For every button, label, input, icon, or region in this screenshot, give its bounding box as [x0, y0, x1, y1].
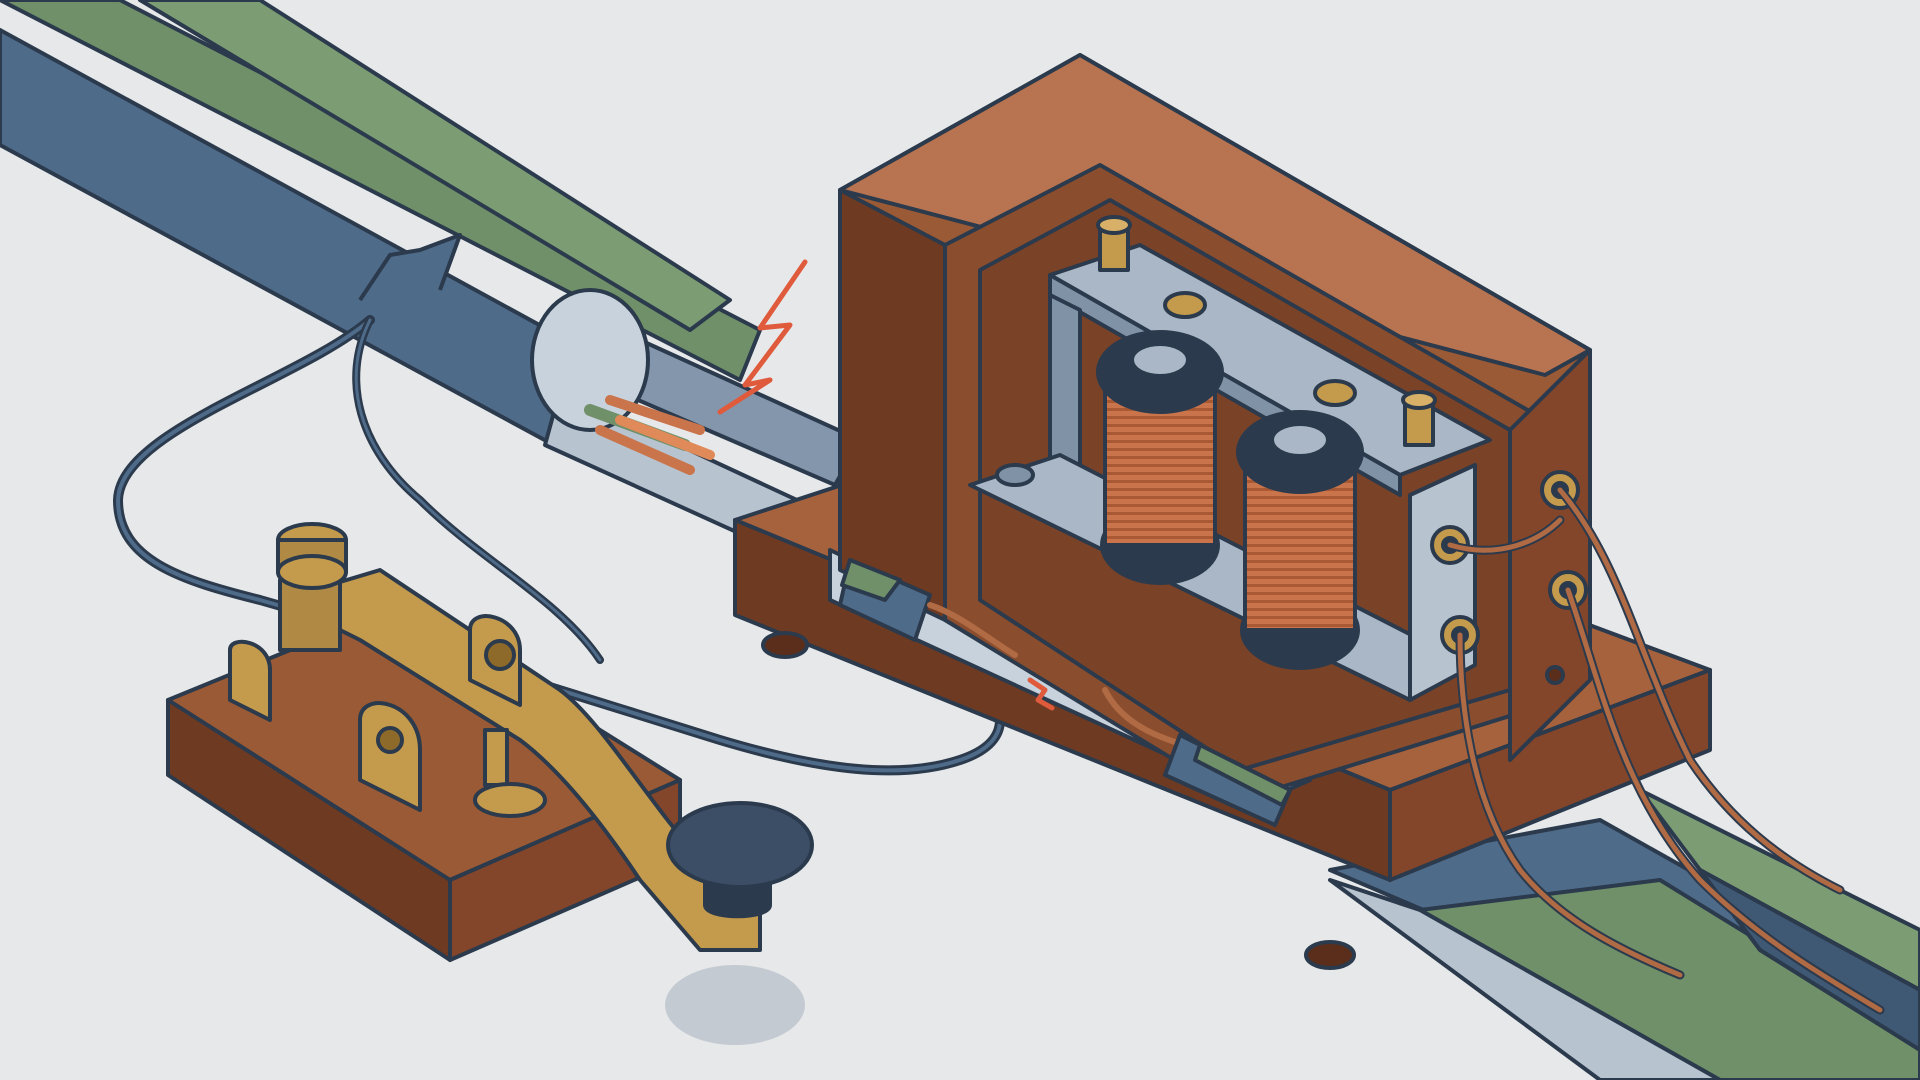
relay-housing-left-face	[838, 188, 947, 622]
copper-lead-wires	[1445, 485, 1885, 1015]
key-adjust-screw	[483, 728, 509, 787]
broken-wire-sheath-right-green	[1193, 743, 1292, 807]
key-contact-base	[473, 782, 547, 818]
relay-coil-left	[1096, 330, 1224, 585]
ledge-screw	[995, 463, 1035, 487]
broken-wire-right-lead	[1102, 687, 1188, 748]
key-pivot-bolt	[376, 726, 404, 754]
key-knob-shadow	[665, 965, 805, 1045]
key-knob	[666, 801, 814, 889]
coil-left-core	[1130, 342, 1190, 378]
cable-cut-end	[530, 288, 650, 432]
lead-wire-1-core	[1457, 632, 1683, 978]
key-post-left	[278, 578, 342, 652]
relay-coil-right	[1236, 410, 1364, 670]
broken-wire-fragment	[1027, 677, 1055, 711]
lead-wire-terminal-link-core	[1447, 517, 1563, 553]
broken-wire-sheath-left-green	[840, 558, 902, 602]
relay-foot-right	[1304, 940, 1356, 970]
coil-right-core	[1270, 422, 1330, 458]
frame-screw-1	[1163, 291, 1207, 319]
lightning-bolt-icon	[717, 259, 808, 415]
key-bracket-right	[358, 701, 422, 812]
terminal-5	[1545, 665, 1565, 685]
frame-screw-2	[1313, 379, 1357, 407]
relay-foot-left	[761, 631, 809, 659]
telegraph-key	[166, 522, 814, 1045]
key-lever	[278, 568, 762, 952]
top-binding-post-left-cap	[1096, 215, 1132, 235]
relay-housing-right-face	[1508, 348, 1592, 762]
cable-green-far-right	[1638, 788, 1920, 992]
torn-jacket-edge	[358, 233, 462, 302]
broken-wire-left-lead	[927, 602, 1018, 658]
top-binding-post-right-cap	[1401, 390, 1437, 410]
cable-silver-right	[1328, 878, 1722, 1080]
lead-wire-3-core	[1557, 487, 1843, 893]
broken-wire-icon	[838, 558, 1292, 827]
steel-frame-right-post	[1408, 463, 1477, 702]
lead-wire-2-core	[1565, 587, 1883, 1013]
cable-green-inner	[138, 0, 732, 332]
wire-loop-right-inner	[354, 318, 602, 662]
key-rear-bolt	[484, 639, 516, 671]
key-post-cap-bottom	[276, 554, 348, 590]
exposed-copper-strands	[584, 395, 715, 475]
key-bracket-left	[228, 639, 272, 722]
